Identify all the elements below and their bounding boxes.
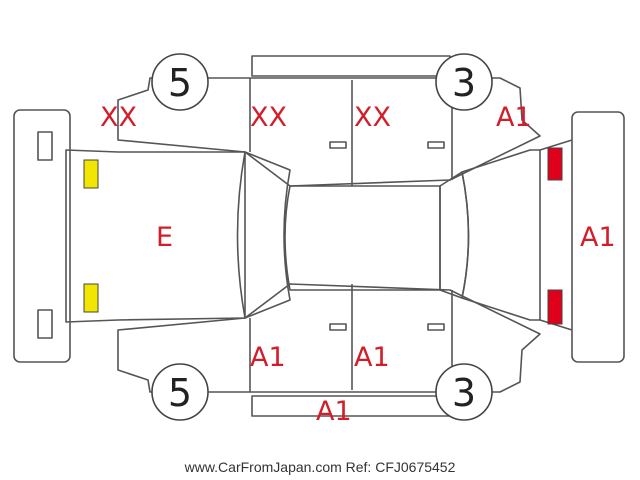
windshield-frame (236, 151, 291, 319)
mark-front-left-fender: XX (100, 102, 137, 133)
left-headlight (83, 159, 99, 189)
mark-right-rocker: A1 (316, 396, 352, 427)
mark-rear-left-quarter: A1 (496, 102, 532, 133)
left-rocker (251, 55, 451, 77)
rear-bumper (571, 111, 625, 363)
front-bumper-vent-bottom (37, 309, 53, 339)
tire-front-right (151, 363, 209, 421)
front-bumper-vent-top (37, 131, 53, 161)
mark-front-right-door: A1 (250, 342, 286, 373)
front-bumper (13, 109, 71, 363)
mark-rear-right-door: A1 (354, 342, 390, 373)
right-taillight (547, 289, 563, 325)
mark-front-left-door: XX (250, 102, 287, 133)
tire-rating-front-left: 5 (167, 61, 193, 105)
mark-rear-left-door: XX (354, 102, 391, 133)
tire-rear-left (435, 53, 493, 111)
tire-rating-rear-left: 3 (451, 61, 477, 105)
rear-window (439, 171, 470, 299)
footer-reference: www.CarFromJapan.com Ref: CFJ0675452 (184, 459, 456, 475)
mark-hood: E (156, 222, 174, 253)
tire-rating-front-right: 5 (167, 371, 193, 415)
roof (284, 185, 441, 291)
mark-rear-bumper: A1 (580, 222, 616, 253)
tire-rating-rear-right: 3 (451, 371, 477, 415)
right-headlight (83, 283, 99, 313)
left-taillight (547, 147, 563, 181)
tire-front-left (151, 53, 209, 111)
trunk (461, 149, 541, 321)
tire-rear-right (435, 363, 493, 421)
right-side-panel (117, 283, 541, 393)
